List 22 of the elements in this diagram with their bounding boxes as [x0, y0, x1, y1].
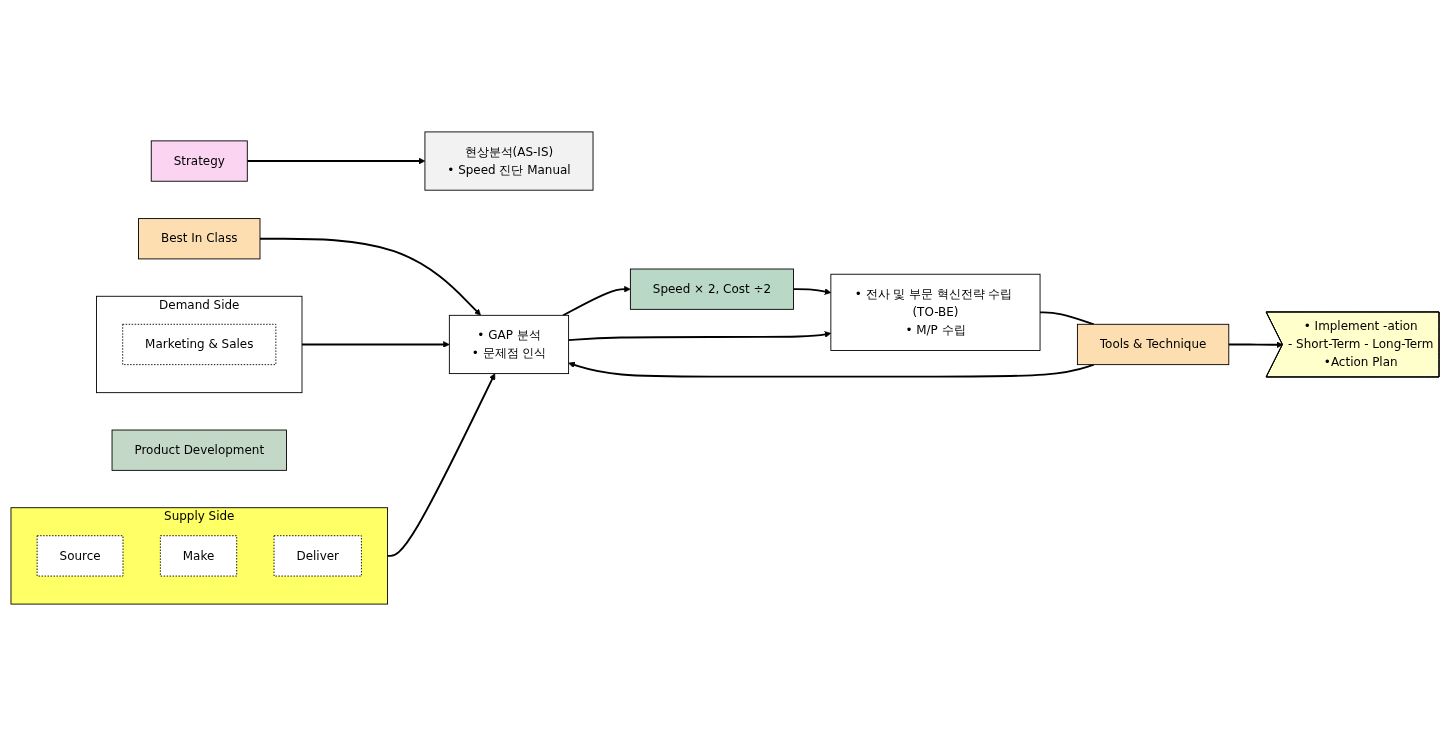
node-box: Best In Class — [138, 218, 261, 260]
arrow — [792, 288, 832, 295]
arrow — [246, 157, 426, 165]
arrow — [568, 361, 1095, 378]
arrow — [562, 285, 631, 317]
connector — [1039, 311, 1095, 326]
arrow — [567, 331, 832, 342]
node-box: 현상분석(AS-IS) • Speed 진단 Manual — [424, 131, 594, 191]
arrow — [259, 237, 481, 316]
node-box: Make — [159, 535, 238, 577]
node-box: Speed × 2, Cost ÷2 — [629, 268, 794, 310]
node-box: Source — [36, 535, 124, 577]
node-box: • GAP 분석 • 문제점 인식 — [448, 314, 570, 375]
node-box: Marketing & Sales — [122, 323, 277, 366]
node-box: Tools & Technique — [1076, 323, 1230, 366]
node-box: Product Development — [111, 429, 287, 471]
node-box: Deliver — [273, 535, 362, 577]
node-box: • 전사 및 부문 혁신전략 수립 (TO-BE) • M/P 수립 — [830, 273, 1041, 351]
node-box: Strategy — [150, 140, 248, 182]
arrow — [386, 373, 496, 557]
arrow — [301, 341, 450, 348]
arrow — [1227, 341, 1284, 349]
